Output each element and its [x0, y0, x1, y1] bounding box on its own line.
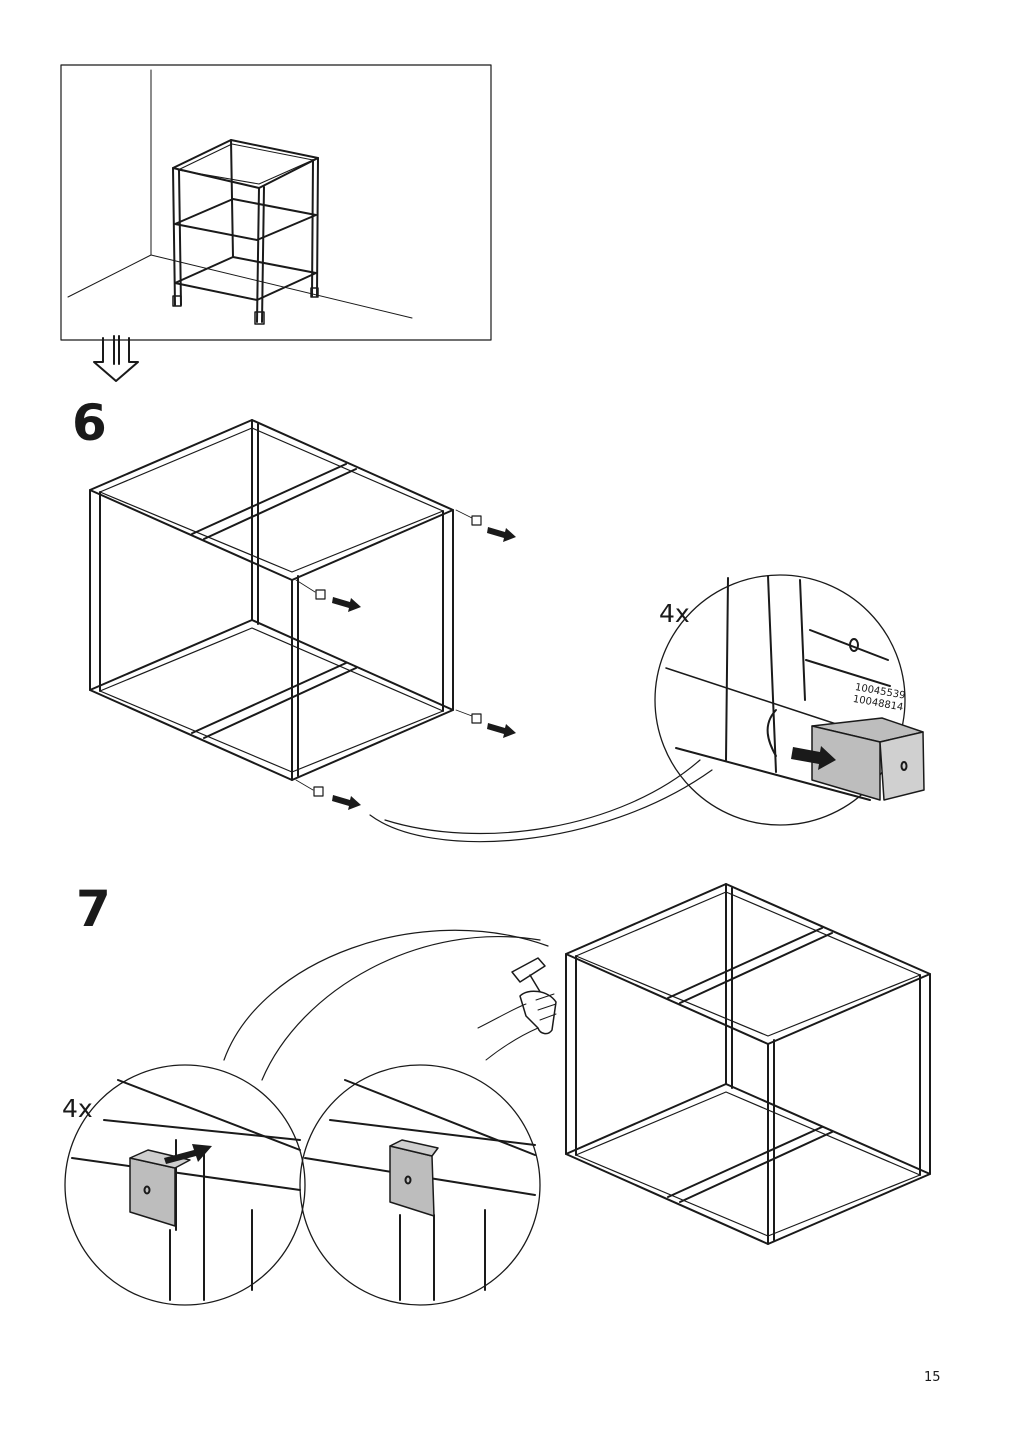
push-arrow-icon	[164, 1144, 212, 1164]
end-cap-inserted	[389, 1139, 439, 1217]
pull-arrow-icon	[791, 746, 836, 770]
end-cap-bottom-front	[295, 779, 324, 797]
end-cap-top-front	[295, 579, 326, 600]
step6-frame	[89, 419, 482, 797]
end-cap-being-inserted	[129, 1149, 191, 1227]
step7-detail-circle-insert	[64, 1064, 306, 1306]
step-7-quantity: 4x	[62, 1094, 93, 1123]
step7-detail-circle-done	[299, 1064, 541, 1306]
step-6-number: 6	[72, 394, 107, 452]
step7-frame	[565, 883, 931, 1245]
room-overview-panel	[60, 64, 492, 341]
step6-detail-circle	[369, 574, 925, 843]
end-cap-bottom-right	[455, 709, 482, 724]
flip-down-arrow-icon	[93, 335, 139, 382]
step-6-quantity: 4x	[659, 599, 690, 628]
rubber-mallet-icon	[477, 957, 557, 1061]
page-number: 15	[924, 1370, 941, 1385]
remove-direction-arrows	[332, 527, 516, 810]
end-cap-top-right	[455, 509, 482, 526]
step-7-number: 7	[76, 880, 111, 938]
shelf-unit	[172, 139, 319, 325]
